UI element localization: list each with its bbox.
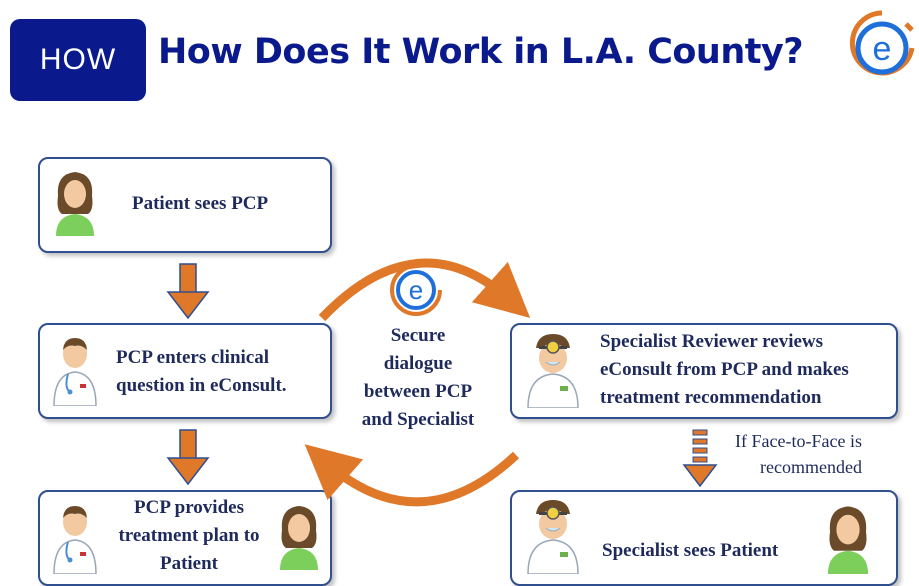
- curved-arrow-bottom: [304, 444, 520, 507]
- doctor-icon: [53, 338, 97, 406]
- specialist-reviews-line1: Specialist Reviewer reviews: [600, 331, 824, 352]
- curved-arrow-top: [318, 258, 531, 322]
- specialist-reviews-line2: eConsult from PCP and makes: [600, 359, 849, 380]
- dialogue-line3: between PCP: [363, 381, 473, 402]
- pcp-provides-line3: Patient: [159, 553, 219, 574]
- svg-text:e: e: [409, 275, 423, 305]
- patient-icon: [280, 506, 318, 570]
- secure-dialogue-label: Secure dialogue between PCP and Speciali…: [348, 322, 488, 434]
- face-to-face-line2: recommended: [760, 457, 862, 477]
- how-badge: HOW: [10, 19, 146, 101]
- face-to-face-note: If Face-to-Face is recommended: [722, 428, 862, 480]
- pcp-enters-line2: question in eConsult.: [116, 375, 287, 396]
- specialist-sees-patient-label: Specialist sees Patient: [602, 540, 779, 561]
- down-arrow-2: [166, 429, 210, 486]
- svg-text:e: e: [873, 30, 892, 68]
- dialogue-line4: and Specialist: [361, 409, 475, 430]
- pcp-provides-line2: treatment plan to: [118, 525, 260, 546]
- econsult-small-logo-icon: e: [390, 264, 442, 316]
- dialogue-line2: dialogue: [383, 353, 453, 374]
- step-specialist-reviews: [510, 323, 898, 419]
- patient-icon: [56, 172, 94, 236]
- dialogue-line1: Secure: [390, 325, 446, 346]
- patient-sees-pcp-label: Patient sees PCP: [132, 193, 269, 214]
- face-to-face-line1: If Face-to-Face is: [735, 431, 862, 451]
- doctor-icon: [53, 506, 97, 574]
- specialist-reviews-line3: treatment recommendation: [600, 387, 822, 408]
- specialist-icon: [527, 334, 579, 408]
- specialist-reviews-label: Specialist Reviewer reviews eConsult fro…: [600, 328, 849, 412]
- patient-icon: [827, 506, 869, 574]
- econsult-logo-icon: e: [849, 10, 915, 76]
- pcp-enters-line1: PCP enters clinical: [116, 347, 270, 368]
- down-arrow-1: [166, 263, 210, 320]
- pcp-provides-line1: PCP provides: [134, 497, 244, 518]
- dashed-down-arrow: [682, 429, 718, 488]
- step-pcp-enters-question: [38, 323, 332, 419]
- page-title: How Does It Work in L.A. County?: [158, 32, 804, 72]
- pcp-enters-label: PCP enters clinical question in eConsult…: [116, 344, 287, 400]
- specialist-icon: [527, 500, 579, 574]
- pcp-provides-label: PCP provides treatment plan to Patient: [104, 494, 274, 578]
